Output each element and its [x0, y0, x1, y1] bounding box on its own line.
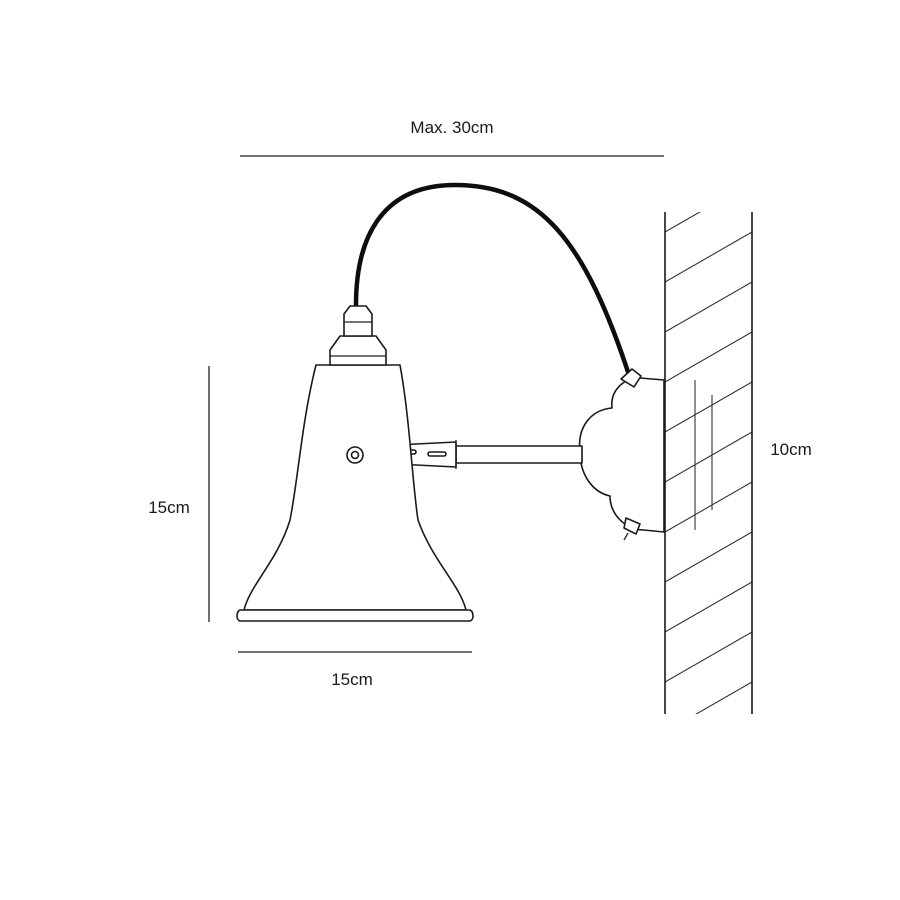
lamp-shade [236, 305, 474, 622]
wall-plate-height-dimension: 10cm [770, 440, 812, 459]
lamp-arm [355, 440, 583, 469]
max-width-dimension: Max. 30cm [240, 118, 664, 157]
shade-width-dimension: 15cm [238, 651, 472, 689]
cable-grommet [620, 368, 642, 388]
shade-rim [236, 609, 474, 622]
bulb-holder [329, 335, 387, 366]
cable-collar [343, 305, 373, 337]
arm-slot [427, 451, 447, 457]
power-cable [353, 182, 633, 381]
wall-mount-plate [578, 368, 665, 541]
mount-screw [623, 517, 641, 535]
shade-body [243, 364, 467, 611]
wall-hatching [665, 212, 752, 714]
shade-width-label: 15cm [331, 670, 373, 689]
max-width-label: Max. 30cm [410, 118, 493, 137]
wall-section [664, 212, 753, 714]
shade-height-label: 15cm [148, 498, 190, 517]
shade-height-dimension: 15cm [148, 366, 210, 622]
wall-plate-height-label: 10cm [770, 440, 812, 459]
